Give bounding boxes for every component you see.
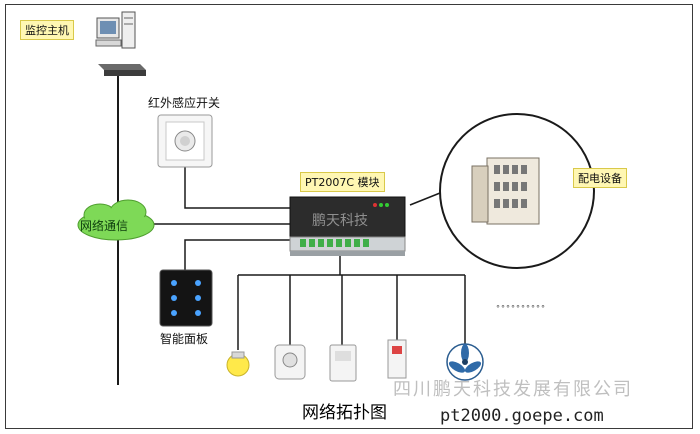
- smart-panel-label: 智能面板: [160, 332, 209, 346]
- pt2007c-module-icon: [289, 196, 406, 256]
- power-equipment-label: 配电设备: [573, 168, 627, 188]
- light-bulb-icon: [226, 351, 250, 377]
- smart-socket-icon: [274, 344, 306, 380]
- device-logo-text: 鹏天科技: [312, 213, 368, 229]
- panel-link: [184, 239, 290, 272]
- ir-sensor-switch-icon: [157, 114, 213, 168]
- fan-icon: [446, 343, 484, 381]
- host-label: 监控主机: [20, 20, 74, 40]
- diagram-title: 网络拓扑图: [302, 403, 387, 423]
- network-switch-icon: [98, 64, 146, 76]
- module-label: PT2007C 模块: [300, 172, 385, 192]
- diagram-frame: [5, 4, 693, 429]
- url-watermark: pt2000.goepe.com: [440, 406, 604, 426]
- power-equipment-icon: [439, 113, 595, 269]
- company-watermark: 四川鹏天科技发展有限公司: [393, 379, 633, 400]
- network-label: 网络通信: [80, 219, 129, 233]
- ellipsis-more-devices: °°°°°°°°°°: [496, 304, 546, 313]
- network-cloud-icon: [77, 199, 155, 241]
- breaker-icon: [387, 339, 407, 379]
- computer-icon: [95, 11, 136, 49]
- ir-switch-link: [184, 165, 290, 209]
- ir-switch-label: 红外感应开关: [148, 96, 221, 110]
- smart-panel-icon: [159, 269, 213, 327]
- wall-outlet-icon: [329, 344, 357, 382]
